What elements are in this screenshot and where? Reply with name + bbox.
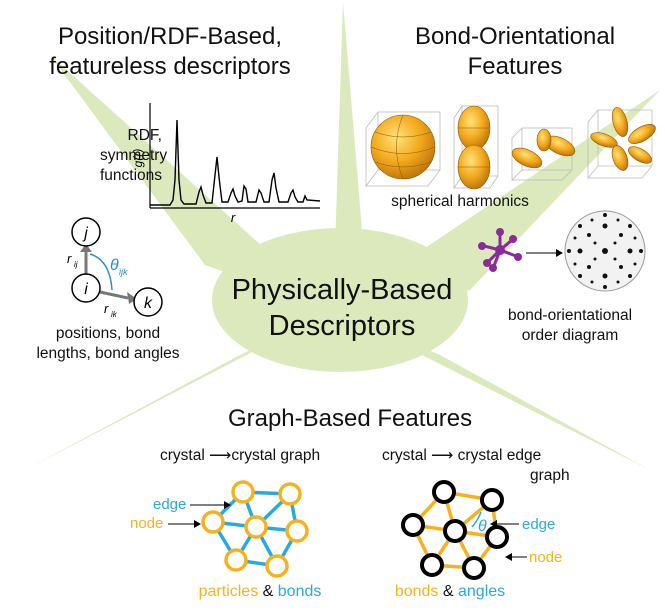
position-panel-title: Position/RDF-Based, featureless descript… — [10, 22, 330, 82]
right-edge-arrowhead — [490, 520, 497, 528]
left-arrow-icon: ⟶ — [209, 447, 232, 464]
left-node-label: node — [130, 515, 163, 532]
left-caption-bonds: bonds — [277, 583, 322, 600]
rij-label: r — [67, 251, 72, 266]
atom-k — [133, 287, 163, 317]
center-title-line1: Physically-Based — [231, 274, 453, 306]
bond-title-line2: Features — [467, 53, 563, 80]
harmonic-l1 — [453, 105, 499, 190]
rik-label: r — [104, 301, 109, 316]
atom-j-label: j — [82, 225, 88, 242]
right-arrow-icon: ⟶ — [431, 447, 454, 464]
atom-j — [71, 217, 101, 247]
bond-panel-title: Bond-Orientational Features — [370, 22, 660, 82]
theta-subscript: ijk — [119, 267, 128, 277]
crystal-edge-graph — [401, 480, 509, 580]
center-ellipse — [212, 228, 468, 372]
rdf-caption-line1: RDF, — [127, 127, 162, 144]
right-graph-caption: bonds & angles — [370, 582, 530, 602]
order-diagram-caption: bond-orientational order diagram — [480, 306, 660, 346]
harmonic-l2 — [511, 127, 576, 181]
left-caption-amp: & — [262, 583, 274, 600]
rik-subscript: ik — [111, 310, 118, 319]
left-node-arrowhead — [194, 520, 201, 528]
right-graph-heading: crystal ⟶ crystal edge — [382, 446, 582, 466]
right-caption-bonds: bonds — [394, 583, 439, 600]
right-caption-amp: & — [442, 583, 454, 600]
position-title-line2: featureless descriptors — [49, 53, 291, 80]
left-graph-heading: crystal ⟶crystal graph — [160, 446, 360, 466]
left-to-label: crystal graph — [231, 447, 321, 464]
rdf-caption-line3: functions — [100, 167, 163, 184]
order-diagram — [564, 210, 646, 292]
angle-arc — [89, 253, 113, 291]
right-node-arrowhead — [505, 553, 512, 561]
harmonic-l3 — [587, 107, 656, 180]
angle-arc-right — [471, 511, 482, 528]
bond-title-line1: Bond-Orientational — [414, 23, 616, 50]
order-caption-line1: bond-orientational — [507, 307, 633, 324]
center-title-line2: Descriptors — [268, 310, 416, 342]
rdf-x-label: r — [231, 210, 236, 225]
right-to-label-line2: graph — [530, 467, 570, 484]
center-title: Physically-Based Descriptors — [212, 272, 472, 344]
left-graph-caption: particles & bonds — [170, 582, 350, 602]
left-caption-particles: particles — [198, 583, 259, 600]
position-title-line1: Position/RDF-Based, — [57, 23, 283, 50]
harmonic-l0 — [365, 111, 441, 188]
order-arrow-head — [556, 249, 563, 257]
rdf-y-label: g(r) — [131, 149, 145, 168]
bond-rij-arrowhead — [80, 244, 92, 252]
theta-label: θ — [110, 257, 119, 274]
right-edge-label: edge — [522, 516, 555, 533]
bond-rik-arrowhead — [127, 292, 137, 304]
right-caption-angles: angles — [458, 583, 506, 600]
right-theta-label: θ — [478, 518, 487, 535]
crystal-graph — [201, 480, 309, 578]
positions-caption-line1: positions, bond — [55, 325, 161, 342]
atom-i-label: i — [84, 281, 88, 298]
molecule-icon — [478, 228, 522, 272]
atom-k-label: k — [144, 295, 153, 312]
graph-panel-title: Graph-Based Features — [227, 405, 473, 432]
harmonics-caption: spherical harmonics — [391, 193, 529, 210]
rij-subscript: ij — [74, 260, 78, 269]
positions-caption: positions, bond lengths, bond angles — [8, 324, 208, 364]
positions-caption-line2: lengths, bond angles — [36, 345, 180, 362]
atom-i — [71, 273, 101, 303]
bond-rik-line — [99, 290, 129, 300]
order-caption-line2: order diagram — [521, 327, 619, 344]
right-from-label: crystal — [382, 447, 427, 464]
left-edge-arrowhead — [224, 501, 231, 509]
rdf-curve — [150, 119, 321, 206]
right-to-label-line1: crystal edge — [457, 447, 542, 464]
right-node-label: node — [529, 549, 562, 566]
left-edge-label: edge — [153, 496, 186, 513]
left-from-label: crystal — [160, 447, 205, 464]
